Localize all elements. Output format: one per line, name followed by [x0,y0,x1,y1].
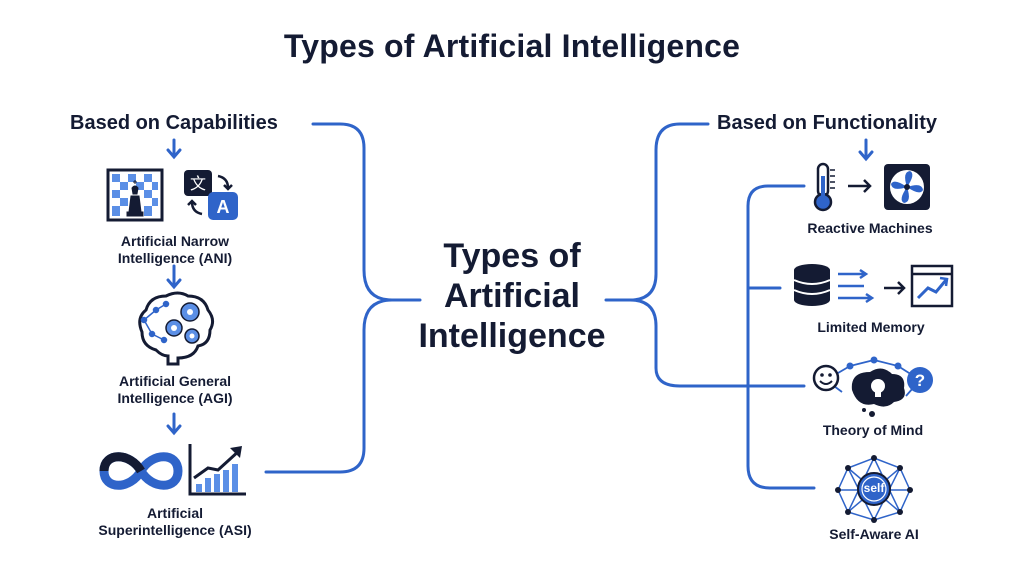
page-title: Types of Artificial Intelligence [283,28,741,64]
ani-label-line2: Intelligence (ANI) [117,250,233,266]
arrow-right-icon [884,281,906,295]
asi-label-line1: Artificial [146,505,203,521]
right-trunk [746,184,816,490]
reactive-label: Reactive Machines [807,220,933,236]
left-connector [264,122,394,474]
center-title-line2: Artificial [443,277,581,315]
brain-gears-icon [138,291,215,366]
ani-label: Artificial Narrow Intelligence (ANI) [94,233,256,267]
reactive-icons [813,162,930,212]
self-network-icon [835,455,913,523]
arrow-right-icon [848,179,872,193]
theory-of-mind-label: Theory of Mind [822,422,924,438]
asi-label-line2: Superintelligence (ASI) [98,522,252,538]
thermometer-icon [813,162,835,212]
fan-icon [884,164,930,210]
capabilities-heading: Based on Capabilities [70,112,278,134]
growth-chart-icon [188,444,246,496]
self-badge: self [863,481,885,495]
center-title-line3: Intelligence [418,317,606,355]
center-title-line1: Types of [443,237,581,275]
right-connector [628,122,744,388]
center-title: Types of Artificial Intelligence [392,236,632,356]
svg-text:文: 文 [190,174,206,193]
limited-memory-label: Limited Memory [817,319,925,335]
infinity-icon [99,452,183,490]
ani-label-line1: Artificial Narrow [120,233,230,249]
chess-board-icon [106,168,164,222]
svg-text:A: A [217,197,230,217]
translate-icon: 文 A [184,170,238,220]
functionality-heading: Based on Functionality [717,112,938,134]
agi-label-line2: Intelligence (AGI) [117,390,233,406]
self-aware-label: Self-Aware AI [829,526,919,542]
memory-icons [793,264,954,308]
agi-label: Artificial General Intelligence (AGI) [94,373,256,407]
agi-label-line1: Artificial General [118,373,232,389]
mind-network-icon: ? [812,356,933,417]
svg-text:?: ? [915,371,925,390]
chart-window-icon [910,264,954,308]
database-icon [793,264,831,306]
asi-label: Artificial Superintelligence (ASI) [84,505,266,539]
